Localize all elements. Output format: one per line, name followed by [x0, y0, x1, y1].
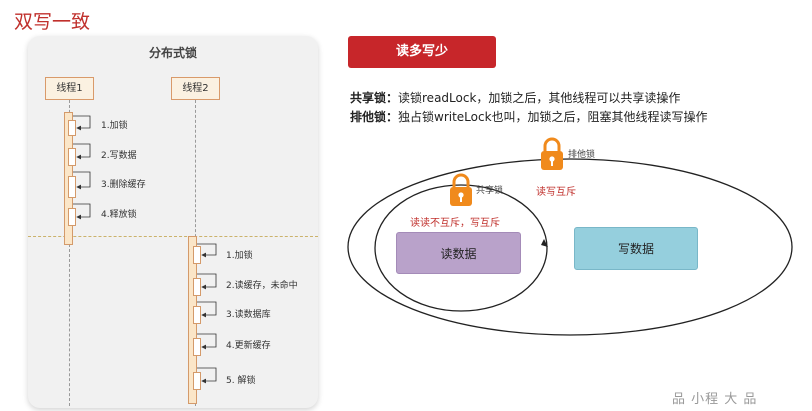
exclusive-lock-text: 独占锁writeLock也叫，加锁之后，阻塞其他线程读写操作	[398, 110, 708, 124]
thread2-step: 3.读数据库	[226, 310, 271, 320]
thread2-step: 2.读缓存，未命中	[226, 281, 298, 291]
exclusive-lock-description: 排他锁：独占锁writeLock也叫，加锁之后，阻塞其他线程读写操作	[350, 108, 708, 125]
shared-lock-rule: 读读不互斥，写互斥	[410, 218, 500, 229]
shared-lock-text: 读锁readLock，加锁之后，其他线程可以共享读操作	[398, 91, 681, 105]
exclusive-lock-term: 排他锁：	[350, 110, 399, 124]
cycle-arrow	[541, 239, 548, 247]
thread2-subactivation	[193, 246, 201, 264]
thread1-step: 1.加锁	[101, 121, 128, 131]
thread1-subactivation	[68, 148, 76, 166]
shared-lock-label: 共享锁	[476, 186, 504, 196]
read-heavy-banner: 读多写少	[348, 36, 496, 68]
shared-lock-scope	[374, 184, 548, 312]
thread1-box: 线程1	[45, 77, 94, 100]
thread1-subactivation	[68, 120, 76, 136]
exclusive-lock-label: 排他锁	[568, 150, 596, 160]
shared-lock-term: 共享锁：	[350, 91, 399, 105]
thread2-subactivation	[193, 338, 201, 356]
exclusive-lock-rule: 读写互斥	[536, 187, 576, 198]
padlock-icon	[541, 137, 563, 170]
slide-title: 双写一致	[14, 11, 91, 33]
thread1-subactivation	[68, 176, 76, 198]
thread2-step: 4.更新缓存	[226, 341, 271, 351]
thread2-box: 线程2	[171, 77, 220, 100]
thread1-lifeline	[69, 100, 70, 406]
distributed-lock-panel: 分布式锁 线程1 线程2 1.加锁 2.写数据 3.删除缓存 4.释放锁 1.加…	[28, 36, 318, 408]
thread1-subactivation	[68, 208, 76, 226]
thread1-step: 3.删除缓存	[101, 180, 146, 190]
exclusive-lock-scope	[347, 158, 793, 336]
thread1-step: 2.写数据	[101, 151, 137, 161]
thread2-step: 5. 解锁	[226, 376, 256, 386]
phase-divider	[28, 236, 318, 237]
thread2-subactivation	[193, 372, 201, 390]
padlock-icon	[450, 173, 472, 206]
thread1-step: 4.释放锁	[101, 210, 137, 220]
read-data-box: 读数据	[396, 232, 521, 274]
thread2-step: 1.加锁	[226, 251, 253, 261]
panel-title: 分布式锁	[148, 46, 197, 60]
thread2-subactivation	[193, 278, 201, 296]
watermark-text: 品 小程 大 品	[672, 392, 758, 407]
shared-lock-description: 共享锁：读锁readLock，加锁之后，其他线程可以共享读操作	[350, 89, 680, 106]
self-call-arrows	[73, 115, 217, 384]
write-data-box: 写数据	[574, 227, 698, 270]
lock-scope-diagram	[347, 137, 793, 336]
thread2-subactivation	[193, 306, 201, 324]
